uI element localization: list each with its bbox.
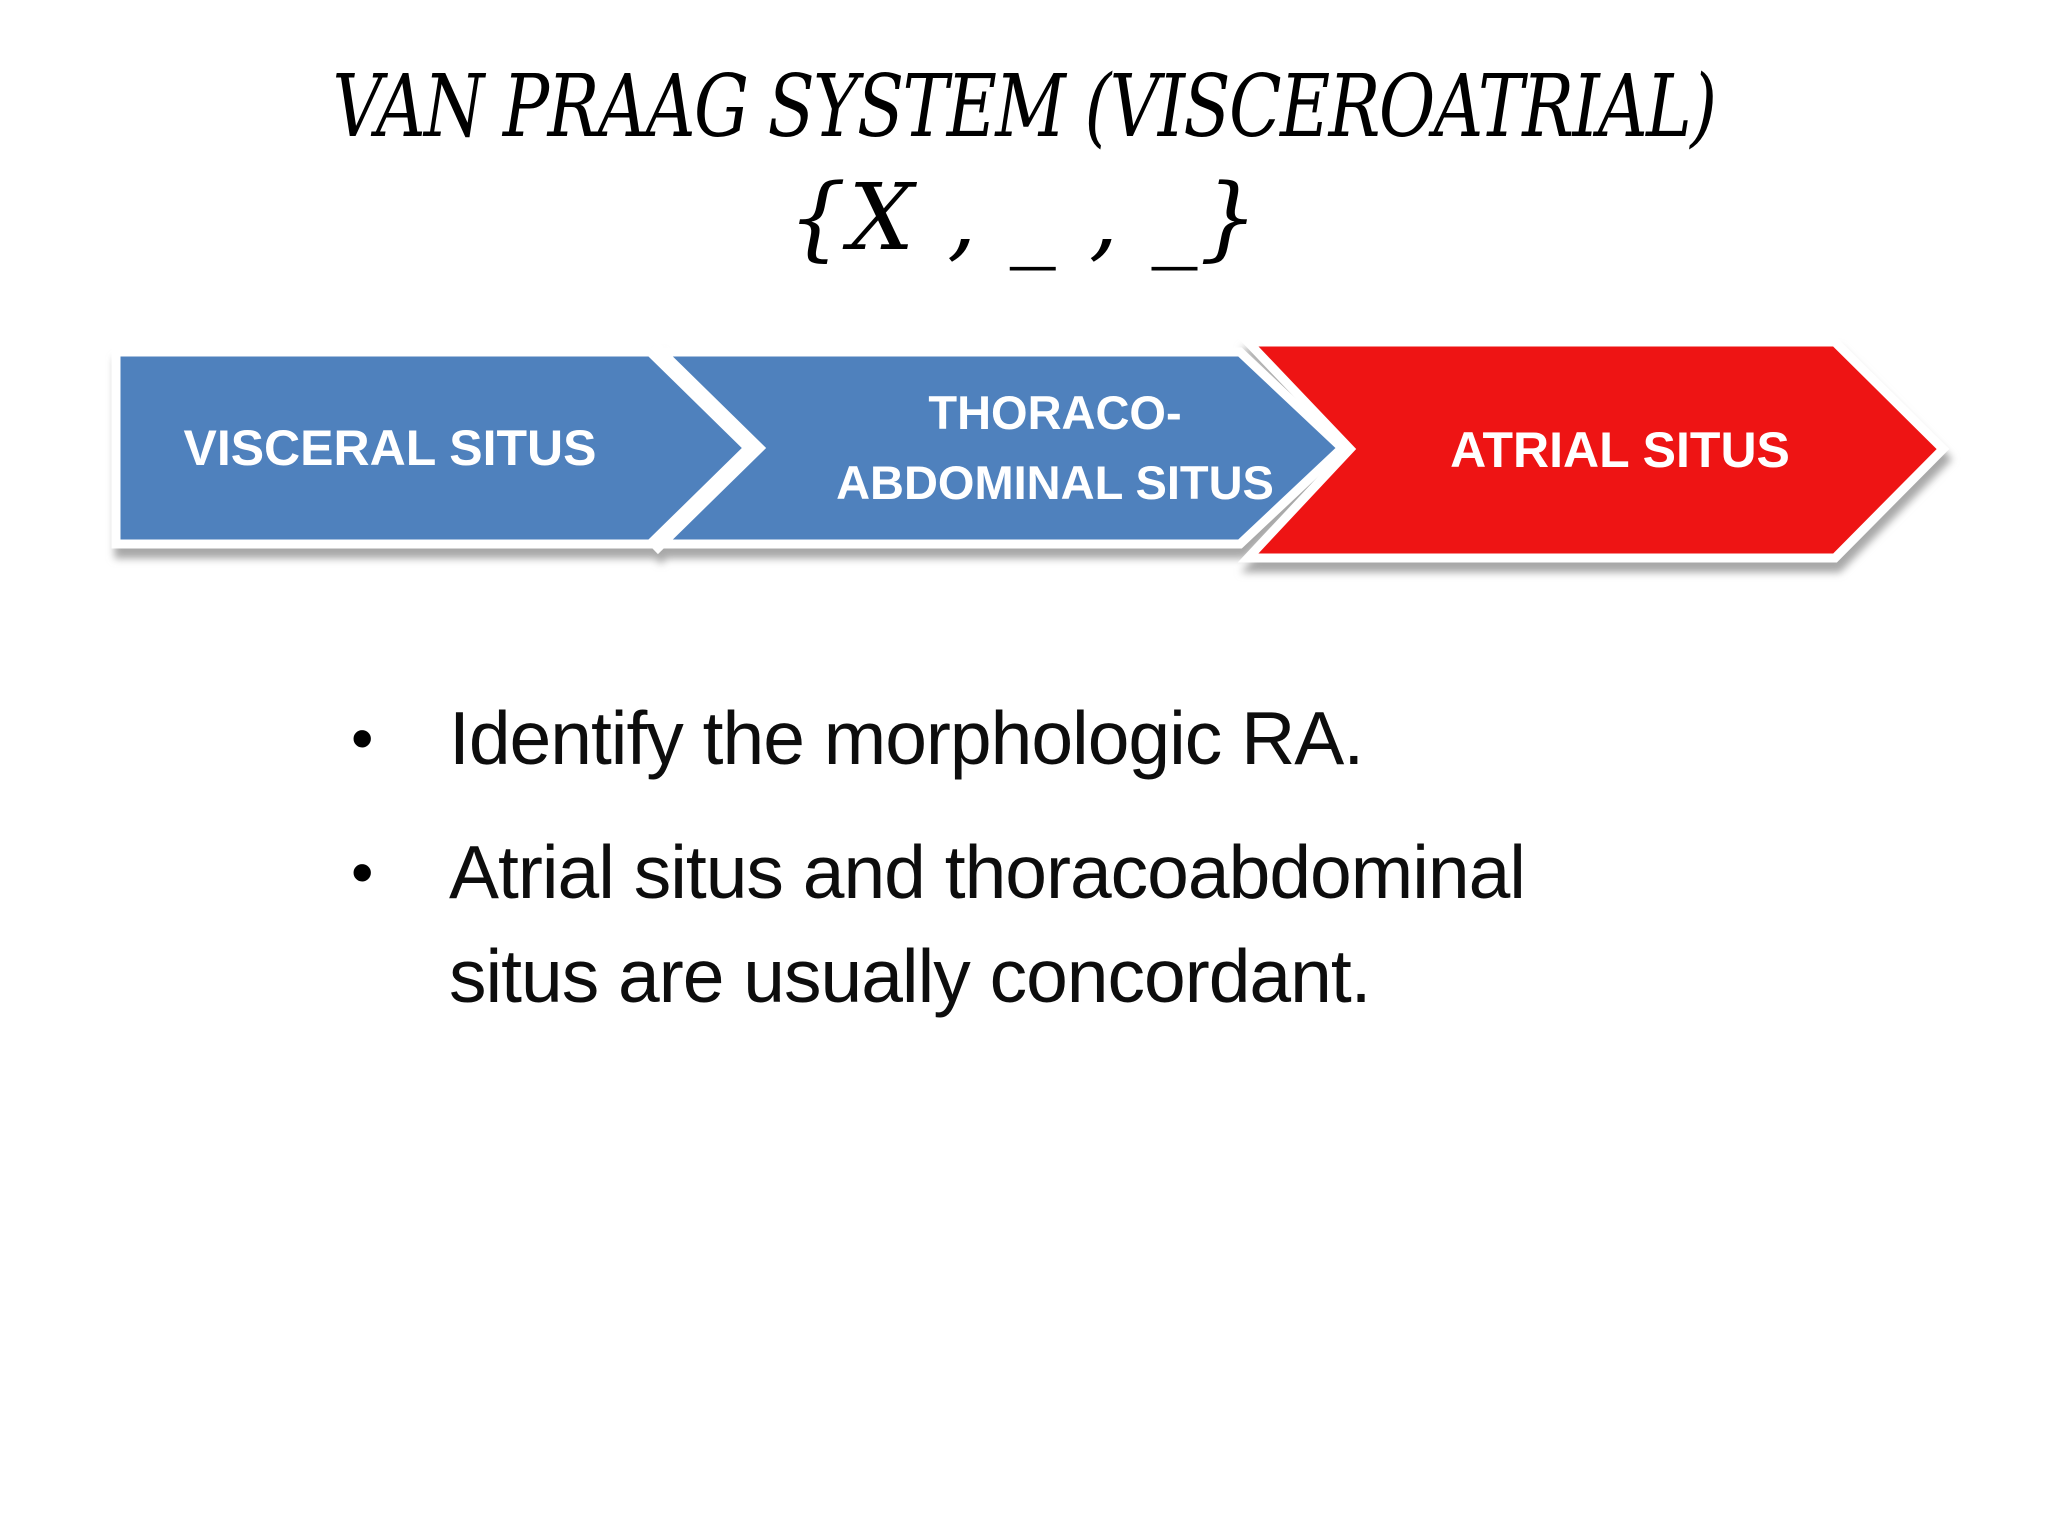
atrial-situs-arrow-shape <box>1237 337 1950 563</box>
slide-subtitle-notation: {X , _ , _} <box>787 164 1261 271</box>
slide-title: VAN PRAAG SYSTEM (VISCEROATRIAL) <box>332 57 1717 157</box>
bullet-dot: • <box>351 836 374 908</box>
segment-label-visceral-situs: VISCERAL SITUS <box>120 352 660 544</box>
list-item: • Atrial situs and thoracoabdominal situ… <box>345 820 1690 1028</box>
segment-label-line2: ABDOMINAL SITUS <box>836 456 1274 509</box>
bullet-list: • Identify the morphologic RA. • Atrial … <box>345 686 1690 1058</box>
segment-label-text: VISCERAL SITUS <box>183 420 597 476</box>
bullet-text: Identify the morphologic RA. <box>449 696 1364 780</box>
segment-label-atrial-situs: ATRIAL SITUS <box>1365 342 1875 558</box>
segment-label-line1: THORACO- <box>928 385 1182 439</box>
bullet-text: Atrial situs and thoracoabdominal situs … <box>449 830 1526 1018</box>
segment-label-text: ATRIAL SITUS <box>1450 422 1790 478</box>
segment-label-text: THORACO- ABDOMINAL SITUS <box>836 378 1274 519</box>
chevron-divider <box>646 341 767 555</box>
bullet-dot: • <box>351 702 374 774</box>
blue-band-shape <box>111 347 1349 549</box>
segment-label-thoracoabdominal-situs: THORACO- ABDOMINAL SITUS <box>780 352 1330 544</box>
list-item: • Identify the morphologic RA. <box>345 686 1690 790</box>
process-band-diagram <box>111 337 1950 563</box>
